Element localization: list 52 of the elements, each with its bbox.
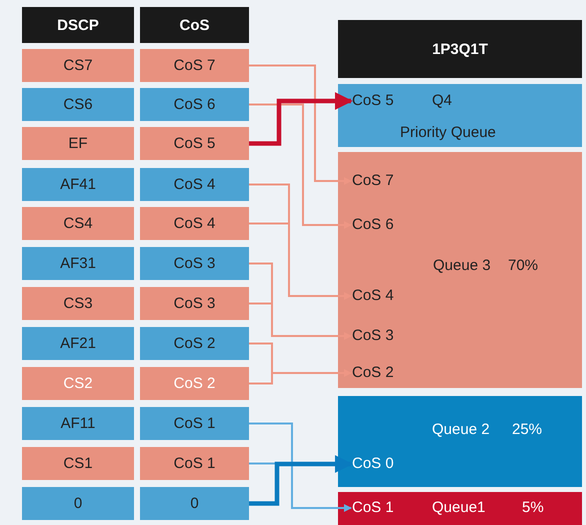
dscp-value: 0 — [22, 487, 134, 520]
arrow — [249, 64, 352, 185]
dscp-value: CS2 — [22, 367, 134, 400]
arrow — [249, 455, 353, 506]
bandwidth-share: 25% — [512, 420, 542, 440]
cos-value: CoS 4 — [140, 207, 249, 240]
dscp-value: CS6 — [22, 88, 134, 121]
priority-queue-panel — [338, 84, 582, 147]
cos-value: CoS 1 — [140, 447, 249, 480]
cos-value: CoS 2 — [140, 327, 249, 360]
cos-value: CoS 6 — [140, 88, 249, 121]
arrow — [249, 462, 352, 512]
cos-value: CoS 7 — [140, 49, 249, 82]
queue-structure-header: 1P3Q1T — [338, 20, 582, 78]
queue-name: Q4 — [432, 91, 452, 111]
queue-panel — [338, 152, 582, 388]
cos-value: CoS 1 — [140, 407, 249, 440]
column-header: CoS — [140, 7, 249, 43]
dscp-value: CS7 — [22, 49, 134, 82]
column-header: DSCP — [22, 7, 134, 43]
dscp-value: AF11 — [22, 407, 134, 440]
cos-value: CoS 3 — [140, 287, 249, 320]
queue-cos-value: CoS 4 — [352, 284, 394, 308]
queue-panel — [338, 396, 582, 487]
bandwidth-share: 70% — [508, 256, 538, 276]
queue-cos-value: CoS 3 — [352, 324, 394, 348]
queue-panel — [338, 492, 582, 525]
queue-description: Priority Queue — [400, 123, 496, 143]
cos-value: CoS 3 — [140, 247, 249, 280]
queue-cos-value: CoS 2 — [352, 361, 394, 385]
dscp-value: EF — [22, 127, 134, 160]
cos-value: CoS 4 — [140, 168, 249, 201]
cos-value: CoS 2 — [140, 367, 249, 400]
bandwidth-share: 5% — [522, 498, 544, 518]
dscp-value: CS3 — [22, 287, 134, 320]
queue-name: Queue 3 — [433, 256, 491, 276]
arrow — [249, 104, 352, 229]
queue-cos-value: CoS 7 — [352, 169, 394, 193]
dscp-value: AF31 — [22, 247, 134, 280]
queue-cos-value: CoS 0 — [352, 452, 394, 476]
queue-name: Queue 2 — [432, 420, 490, 440]
dscp-value: CS4 — [22, 207, 134, 240]
cos-value: CoS 5 — [140, 127, 249, 160]
cos-value: 0 — [140, 487, 249, 520]
dscp-value: CS1 — [22, 447, 134, 480]
dscp-value: AF41 — [22, 168, 134, 201]
queue-cos-value: CoS 5 — [352, 89, 394, 113]
queue-name: Queue1 — [432, 498, 486, 518]
arrow — [249, 92, 353, 146]
queue-cos-value: CoS 1 — [352, 496, 394, 520]
dscp-value: AF21 — [22, 327, 134, 360]
queue-cos-value: CoS 6 — [352, 213, 394, 237]
